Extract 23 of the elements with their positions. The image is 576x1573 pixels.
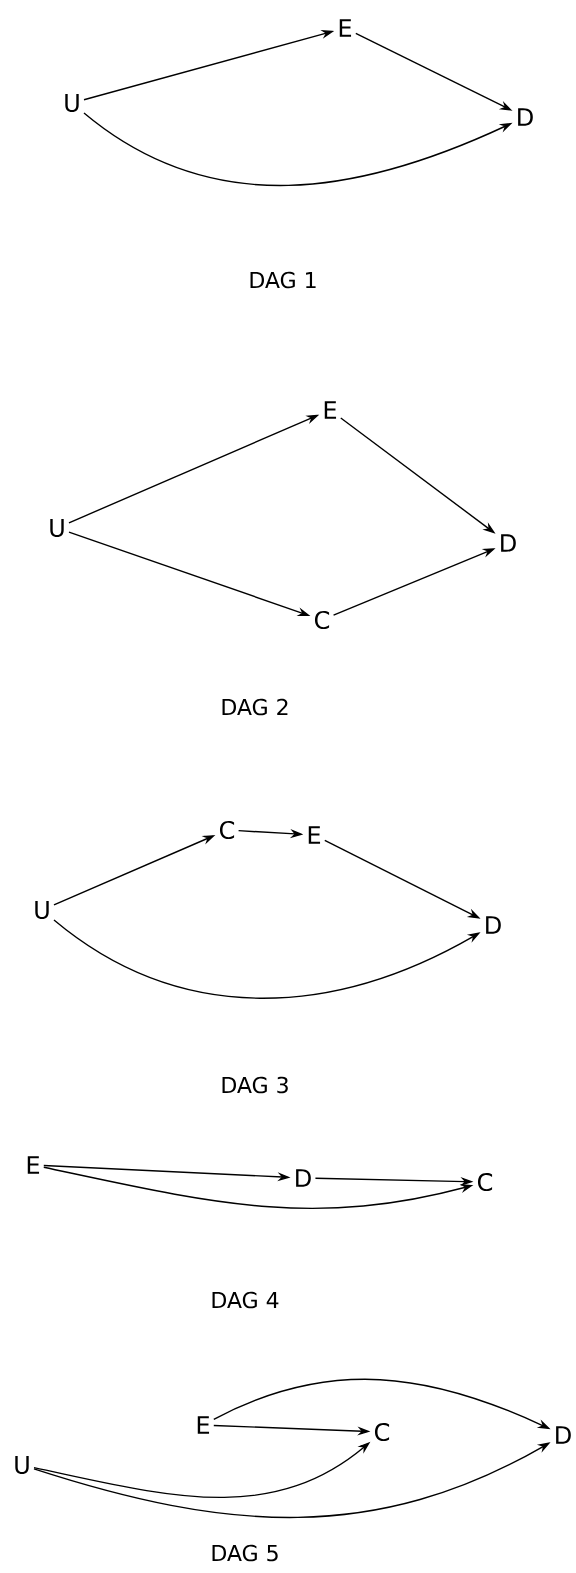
panel-label: DAG 1 bbox=[250, 271, 316, 289]
panel-label: DAG 5 bbox=[212, 1544, 278, 1562]
panel-label: DAG 2 bbox=[222, 698, 288, 716]
panel-label: DAG 3 bbox=[222, 1076, 288, 1094]
node-letter: D bbox=[518, 108, 533, 126]
node-letter: C bbox=[219, 820, 235, 840]
node-letter: U bbox=[15, 1456, 29, 1474]
node-letter: C bbox=[374, 1422, 390, 1442]
node-letter: U bbox=[35, 901, 49, 919]
node-letter: E bbox=[308, 826, 321, 844]
node-letter: D bbox=[486, 916, 501, 934]
panel-label: DAG 4 bbox=[212, 1291, 279, 1309]
node-letter: E bbox=[27, 1156, 40, 1174]
node-letter: E bbox=[324, 401, 337, 419]
node-letter: D bbox=[501, 534, 516, 552]
node-letter: E bbox=[339, 19, 352, 37]
node-letter: E bbox=[197, 1416, 210, 1434]
node-letter: C bbox=[477, 1172, 493, 1192]
node-letter: U bbox=[50, 519, 64, 537]
node-letter: D bbox=[556, 1426, 571, 1444]
node-letter: C bbox=[314, 610, 330, 630]
node-letter: D bbox=[296, 1169, 311, 1187]
node-letter: U bbox=[65, 94, 79, 112]
